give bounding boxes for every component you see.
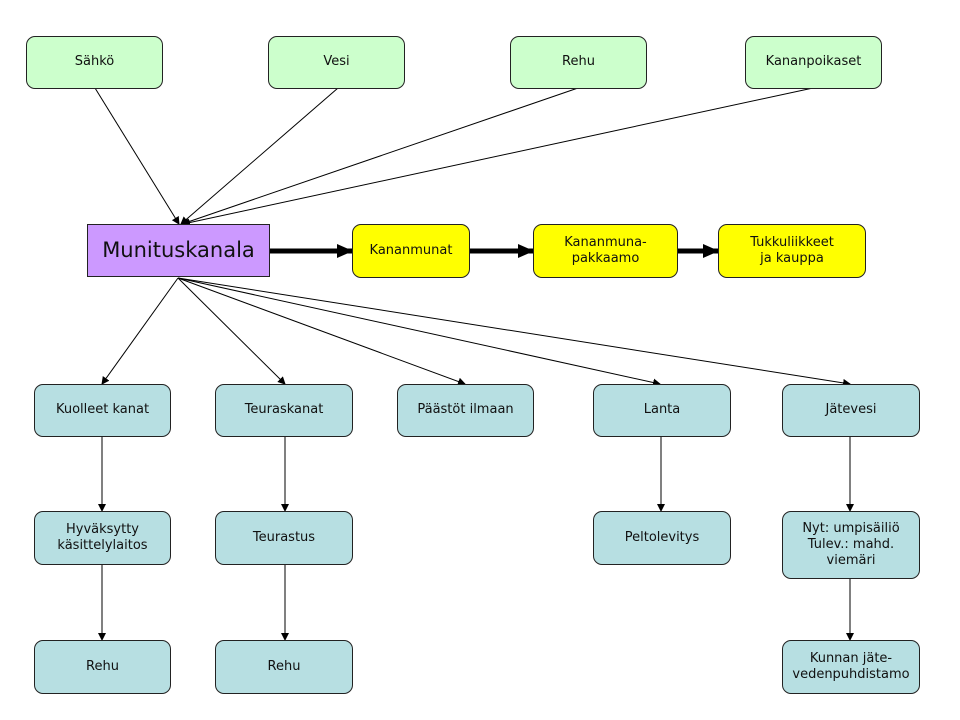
input-kananpoikaset: Kananpoikaset (745, 36, 882, 89)
product-kauppa: Tukkuliikkeet ja kauppa (718, 224, 866, 278)
arrow-out-4 (177, 277, 661, 387)
input-rehu: Rehu (510, 36, 647, 89)
arrow-sahko (94, 87, 180, 225)
arrow-out-2 (177, 277, 286, 385)
center-munituskanala: Munituskanala (87, 224, 270, 277)
input-vesi: Vesi (268, 36, 405, 89)
product-pakkaamo: Kananmuna- pakkaamo (533, 224, 678, 278)
output-kuolleet-kanat: Kuolleet kanat (34, 384, 171, 437)
level3-rehu-1: Rehu (34, 640, 171, 694)
arrow-kananpoikaset (182, 87, 814, 227)
level3-puhdistamo: Kunnan jäte- vedenpuhdistamo (782, 640, 920, 694)
arrow-out-3 (177, 277, 466, 386)
arrow-out-5 (177, 277, 851, 387)
output-teuraskanat: Teuraskanat (215, 384, 353, 437)
input-sahko: Sähkö (26, 36, 163, 89)
arrow-vesi (180, 87, 339, 225)
output-jatevesi: Jätevesi (782, 384, 920, 437)
product-kananmunat: Kananmunat (352, 224, 470, 278)
arrow-out-1 (101, 277, 179, 385)
output-paastot: Päästöt ilmaan (397, 384, 534, 437)
level2-teurastus: Teurastus (215, 511, 353, 565)
output-lanta: Lanta (593, 384, 731, 437)
level2-umpisailio: Nyt: umpisäiliö Tulev.: mahd. viemäri (782, 511, 920, 579)
arrow-rehu (181, 87, 579, 226)
level2-kasittelylaitos: Hyväksytty käsittelylaitos (34, 511, 171, 565)
level2-peltolevitys: Peltolevitys (593, 511, 731, 565)
level3-rehu-2: Rehu (215, 640, 353, 694)
